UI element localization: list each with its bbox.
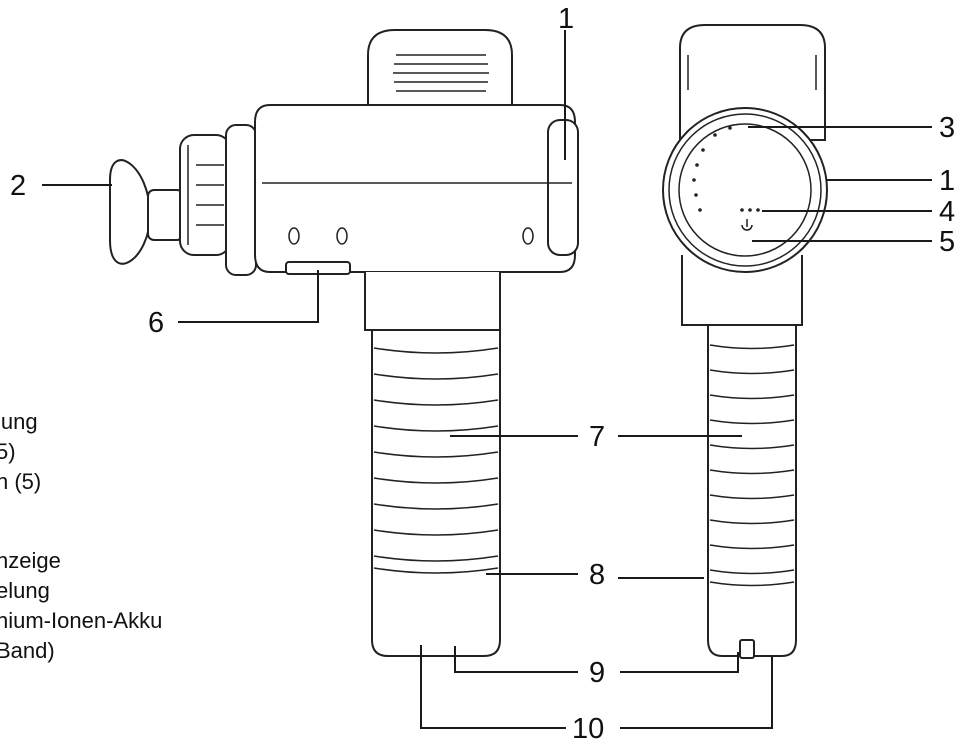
- leader-lines: [42, 30, 932, 729]
- top-vent-block: [367, 29, 513, 106]
- callout-1-right: 1: [939, 165, 955, 197]
- main-body: [254, 104, 576, 273]
- legend-line-8: Band): [0, 638, 55, 663]
- callout-1-left: 1: [558, 3, 574, 35]
- legend-line-6: elung: [0, 578, 50, 603]
- massage-head-attachment: [109, 159, 152, 265]
- callout-7: 7: [589, 421, 605, 453]
- callout-labels: 1 2 3 1 4 5 6 7 8 9 10: [10, 3, 955, 745]
- front-ring: [225, 124, 257, 276]
- screw-icon: [336, 227, 348, 245]
- callout-2: 2: [10, 170, 26, 202]
- legend-line-1: lung: [0, 409, 38, 434]
- legend-line-2: 5): [0, 439, 16, 464]
- back-top-block: [679, 24, 826, 141]
- screw-icon: [522, 227, 534, 245]
- callout-8: 8: [589, 559, 605, 591]
- callout-6: 6: [148, 307, 164, 339]
- handle-neck: [364, 272, 501, 331]
- power-icon[interactable]: [741, 224, 753, 231]
- callout-4: 4: [939, 196, 955, 228]
- battery-indicator: [740, 208, 744, 212]
- callout-5: 5: [939, 226, 955, 258]
- callout-10: 10: [572, 713, 604, 745]
- legend-line-7: hium-Ionen-Akku: [0, 608, 163, 633]
- legend-line-3: n (5): [0, 469, 42, 494]
- control-dial[interactable]: [662, 107, 828, 273]
- side-view: [109, 29, 579, 657]
- charging-port: [739, 639, 755, 659]
- back-view: [662, 24, 828, 659]
- handle: [371, 329, 501, 657]
- attachment-neck: [147, 189, 184, 241]
- callout-3: 3: [939, 112, 955, 144]
- legend-line-5: nzeige: [0, 548, 61, 573]
- rear-cap: [547, 119, 579, 256]
- screw-icon: [288, 227, 300, 245]
- back-handle: [707, 324, 797, 657]
- callout-9: 9: [589, 657, 605, 689]
